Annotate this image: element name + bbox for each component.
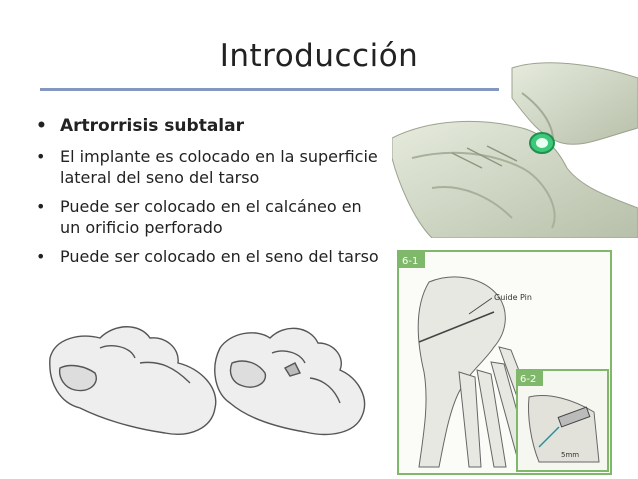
bullet-icon: • — [36, 197, 46, 216]
figure-label-6-1: 6-1 — [402, 256, 418, 267]
slide-title: Introducción — [219, 38, 419, 74]
measure-label: 5mm — [561, 451, 579, 459]
arrow-icon — [538, 426, 560, 448]
foot-surgery-illustration: 6-1 Guide Pin 6-2 5mm — [397, 250, 612, 475]
calcaneus-drawings-image — [49, 326, 366, 436]
bullet-text: Puede ser colocado en el seno del tarso — [60, 247, 379, 266]
bullet-icon: • — [36, 147, 46, 166]
bullet-text: Artrorrisis subtalar — [60, 116, 244, 136]
foot-surgery-drawing: 6-1 Guide Pin 6-2 5mm — [399, 252, 609, 472]
guide-pin-icon — [418, 311, 495, 343]
bullet-icon: • — [36, 247, 46, 266]
figure-label-6-2: 6-2 — [520, 374, 536, 385]
bullet-text: El implante es colocado en la superficie… — [60, 147, 378, 187]
bullet-item: • El implante es colocado en la superfici… — [34, 146, 379, 188]
bullet-item: • Artrorrisis subtalar — [34, 116, 379, 137]
bullet-text: Puede ser colocado en el calcáneo en un … — [60, 197, 362, 237]
title-underline — [40, 88, 499, 91]
bullet-icon: • — [36, 116, 47, 136]
bullet-list: • Artrorrisis subtalar • El implante es co… — [34, 116, 379, 275]
guide-pin-label: Guide Pin — [494, 293, 532, 302]
subtalar-3d-render-image — [392, 62, 638, 238]
bullet-item: • Puede ser colocado en el seno del tarso — [34, 246, 379, 267]
bullet-item: • Puede ser colocado en el calcáneo en un… — [34, 196, 379, 238]
implant-screw-icon — [557, 406, 591, 428]
